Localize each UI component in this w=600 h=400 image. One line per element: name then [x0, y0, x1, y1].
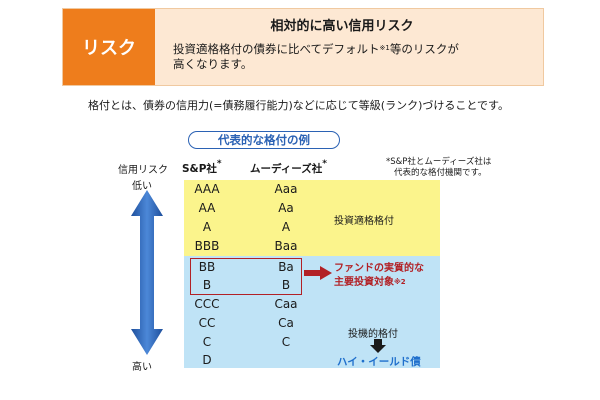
- focus-line2: 主要投資対象: [334, 277, 394, 288]
- column-moodys: ムーディーズ社*: [250, 159, 327, 176]
- rating-sp: A: [202, 220, 212, 234]
- axis-low: 低い: [132, 181, 152, 192]
- main-investment-target: ファンドの実質的な 主要投資対象※2: [334, 262, 424, 290]
- column-sp-label: S&P社: [182, 163, 217, 175]
- rating-intro: 格付とは、債券の信用力(=債務履行能力)などに応じて等級(ランク)づけることです…: [88, 99, 509, 112]
- rating-sp: CCC: [194, 297, 220, 311]
- agency-note-line2: 代表的な格付機関です。: [394, 168, 487, 178]
- column-sp: S&P社*: [182, 159, 222, 176]
- risk-title: 相対的に高い信用リスク: [270, 19, 414, 34]
- focus-arrow-icon: [304, 266, 332, 280]
- agency-note: *S&P社とムーディーズ社は 代表的な格付機関です。: [386, 157, 491, 179]
- investment-grade-label: 投資適格格付: [334, 216, 394, 227]
- focus-line1: ファンドの実質的な: [334, 263, 424, 274]
- down-arrow-icon: [370, 339, 386, 353]
- rating-sp: B: [202, 278, 212, 292]
- column-moodys-label: ムーディーズ社: [250, 163, 323, 175]
- rating-moodys: B: [281, 278, 291, 292]
- column-moodys-mark: *: [322, 159, 327, 169]
- rating-moodys: Aa: [278, 201, 294, 215]
- investment-grade-band: [184, 180, 440, 256]
- speculative-grade-label: 投機的格付: [348, 329, 398, 340]
- main-target-highlight: [190, 258, 302, 295]
- risk-double-arrow-icon: [131, 190, 163, 355]
- risk-header-body: 相対的に高い信用リスク 投資適格格付の債券に比べてデフォルト※1等のリスクが 高…: [155, 9, 543, 85]
- rating-sp: BB: [198, 260, 216, 274]
- rating-moodys: C: [281, 335, 291, 349]
- rating-moodys: Ba: [278, 260, 294, 274]
- axis-label: 信用リスク: [118, 165, 168, 176]
- rating-moodys: A: [281, 220, 291, 234]
- risk-header: リスク 相対的に高い信用リスク 投資適格格付の債券に比べてデフォルト※1等のリス…: [62, 8, 544, 86]
- risk-tag: リスク: [63, 9, 155, 85]
- column-sp-mark: *: [216, 159, 222, 169]
- agency-note-line1: *S&P社とムーディーズ社は: [386, 157, 492, 167]
- risk-desc-line2: 高くなります。: [173, 57, 253, 71]
- examples-title: 代表的な格付の例: [188, 131, 340, 149]
- risk-desc-footnote: ※1: [379, 44, 390, 52]
- rating-sp: AAA: [194, 182, 220, 196]
- rating-moodys: Aaa: [274, 182, 298, 196]
- rating-sp: CC: [198, 316, 216, 330]
- rating-moodys: Caa: [274, 297, 298, 311]
- risk-desc-line1: 投資適格格付の債券に比べてデフォルト: [173, 42, 380, 56]
- rating-sp: BBB: [194, 239, 220, 253]
- rating-moodys: Ca: [278, 316, 294, 330]
- axis-high: 高い: [132, 362, 152, 373]
- rating-sp: C: [202, 335, 212, 349]
- rating-sp: AA: [198, 201, 216, 215]
- risk-description: 投資適格格付の債券に比べてデフォルト※1等のリスクが 高くなります。: [173, 42, 531, 72]
- focus-footnote: ※2: [394, 278, 406, 286]
- rating-moodys: Baa: [274, 239, 298, 253]
- high-yield-label: ハイ・イールド債: [337, 356, 421, 368]
- rating-sp: D: [202, 353, 212, 367]
- risk-desc-line1-end: 等のリスクが: [389, 42, 459, 56]
